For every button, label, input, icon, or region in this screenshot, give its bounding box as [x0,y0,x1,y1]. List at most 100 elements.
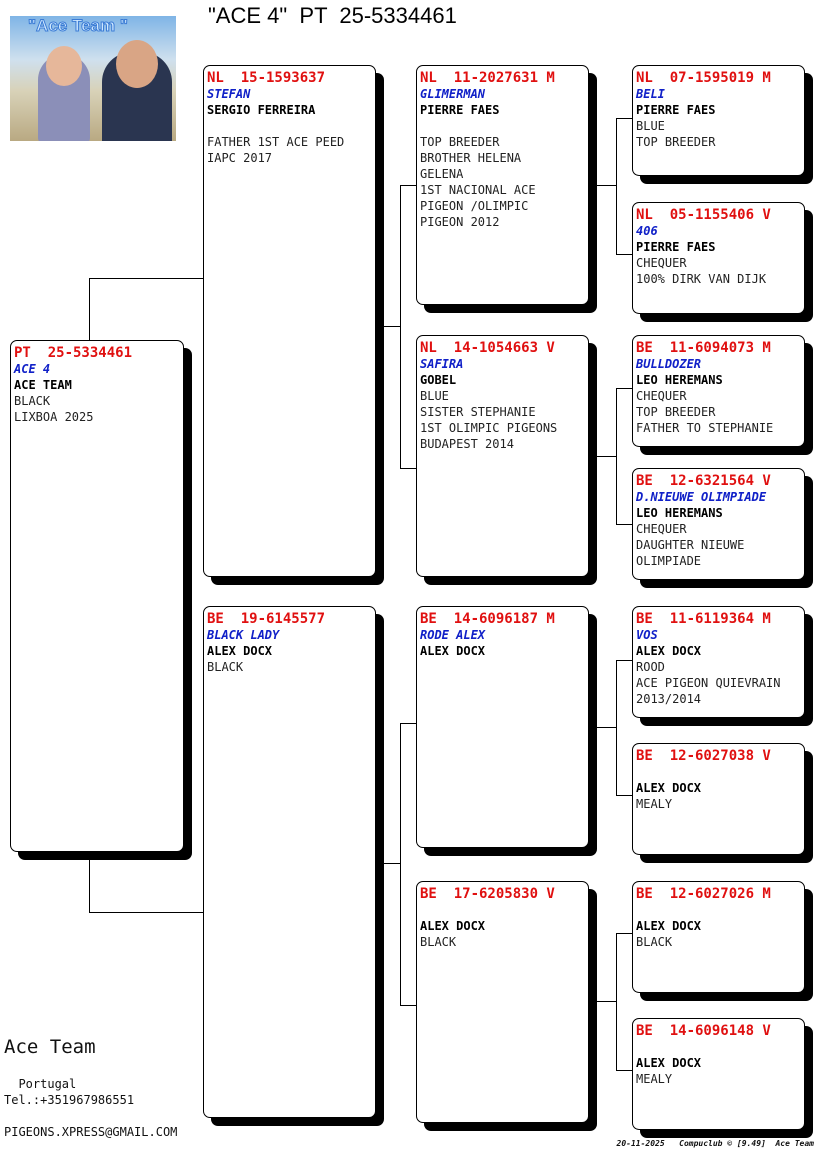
pigeon-note: BLACK [14,394,51,408]
pigeon-note: GELENA [420,167,464,181]
pedigree-connector [616,795,632,796]
pigeon-note: TOP BREEDER [636,135,716,149]
pedigree-connector [400,185,401,468]
pigeon-name: ACE 4 [14,362,51,376]
pigeon-note: PIGEON 2012 [420,215,500,229]
pedigree-connector [400,1005,416,1006]
pedigree-connector [616,660,617,795]
owner-name: ALEX DOCX [636,1056,702,1070]
photo-logo: "Ace Team " [28,16,129,36]
owner-name: PIERRE FAES [636,103,716,117]
pigeon-note: BLACK [636,935,673,949]
pigeon-card-dam-dam[interactable]: BE 17-6205830 V ALEX DOCX BLACK [416,881,589,1123]
pedigree-connector [89,912,203,913]
pigeon-name [636,764,801,780]
pedigree-connector [400,723,401,1005]
pigeon-name: BLACK LADY [207,628,280,642]
pigeon-note: BROTHER HELENA [420,151,522,165]
owner-name: PIERRE FAES [420,103,500,117]
owner-name: ALEX DOCX [420,644,486,658]
pedigree-connector [616,118,632,119]
pigeon-note: ACE PIGEON QUIEVRAIN [636,676,781,690]
pigeon-name: GLIMERMAN [420,87,486,101]
pedigree-connector [376,326,400,327]
ring-number: NL 15-1593637 [207,70,326,86]
owner-name: ALEX DOCX [207,644,273,658]
breeder-photo: "Ace Team " [10,16,176,141]
pedigree-connector [89,278,90,340]
pedigree-connector [89,852,90,912]
breeder-name: Ace Team [4,1036,96,1058]
ring-number: BE 17-6205830 V [420,886,555,902]
pigeon-note: 100% DIRK VAN DIJK [636,272,767,286]
pigeon-name: 406 [636,224,658,238]
breeder-phone: Tel.:+351967986551 [4,1093,135,1107]
owner-name: LEO HEREMANS [636,506,723,520]
pedigree-connector [616,660,632,661]
pigeon-note: TOP BREEDER [420,135,500,149]
pigeon-name: STEFAN [207,87,251,101]
ring-number: BE 14-6096148 V [636,1023,771,1039]
pigeon-name: VOS [636,628,658,642]
pigeon-name [636,1039,801,1055]
pigeon-card-dds[interactable]: BE 12-6027026 M ALEX DOCX BLACK [632,881,805,993]
pigeon-note: TOP BREEDER [636,405,716,419]
pigeon-note: BLUE [420,389,449,403]
pigeon-name: BELI [636,87,665,101]
pigeon-name: BULLDOZER [636,357,702,371]
pedigree-connector [616,118,617,254]
pigeon-name [420,902,585,918]
pedigree-connector [616,524,632,525]
ring-number: NL 14-1054663 V [420,340,555,356]
pigeon-note: IAPC 2017 [207,151,273,165]
ring-number: BE 12-6321564 V [636,473,771,489]
pigeon-note: CHEQUER [636,256,687,270]
pigeon-card-ddd[interactable]: BE 14-6096148 V ALEX DOCX MEALY [632,1018,805,1130]
breeder-country: Portugal [4,1077,77,1091]
pigeon-note: LIXBOA 2025 [14,410,94,424]
pedigree-connector [616,254,632,255]
owner-name: GOBEL [420,373,457,387]
ring-number: BE 12-6027026 M [636,886,771,902]
pigeon-note: OLIMPIADE [636,554,702,568]
pigeon-note: FATHER TO STEPHANIE [636,421,774,435]
pigeon-note: 1ST NACIONAL ACE [420,183,536,197]
pigeon-card-dsd[interactable]: BE 12-6027038 V ALEX DOCX MEALY [632,743,805,855]
ring-number: BE 11-6119364 M [636,611,771,627]
pigeon-note [420,118,585,134]
ring-number: BE 14-6096187 M [420,611,555,627]
pedigree-connector [616,1070,632,1071]
owner-name: ALEX DOCX [636,781,702,795]
pedigree-connector [616,388,617,524]
pedigree-connector [400,185,416,186]
pigeon-name: D.NIEUWE OLIMPIADE [636,490,767,504]
ring-number: NL 11-2027631 M [420,70,555,86]
pedigree-connector [589,1001,616,1002]
pigeon-note: FATHER 1ST ACE PEED [207,135,345,149]
ring-number: BE 11-6094073 M [636,340,771,356]
pigeon-note: MEALY [636,797,673,811]
ring-number: BE 12-6027038 V [636,748,771,764]
owner-name: ALEX DOCX [636,919,702,933]
pigeon-note: MEALY [636,1072,673,1086]
pedigree-connector [589,727,616,728]
breeder-email: PIGEONS.XPRESS@GMAIL.COM [4,1125,178,1139]
ring-number: NL 05-1155406 V [636,207,771,223]
pigeon-note: BLACK [420,935,457,949]
pedigree-connector [400,723,416,724]
owner-name: ALEX DOCX [420,919,486,933]
pedigree-connector [89,278,203,279]
pigeon-note: 1ST OLIMPIC PIGEONS [420,421,558,435]
